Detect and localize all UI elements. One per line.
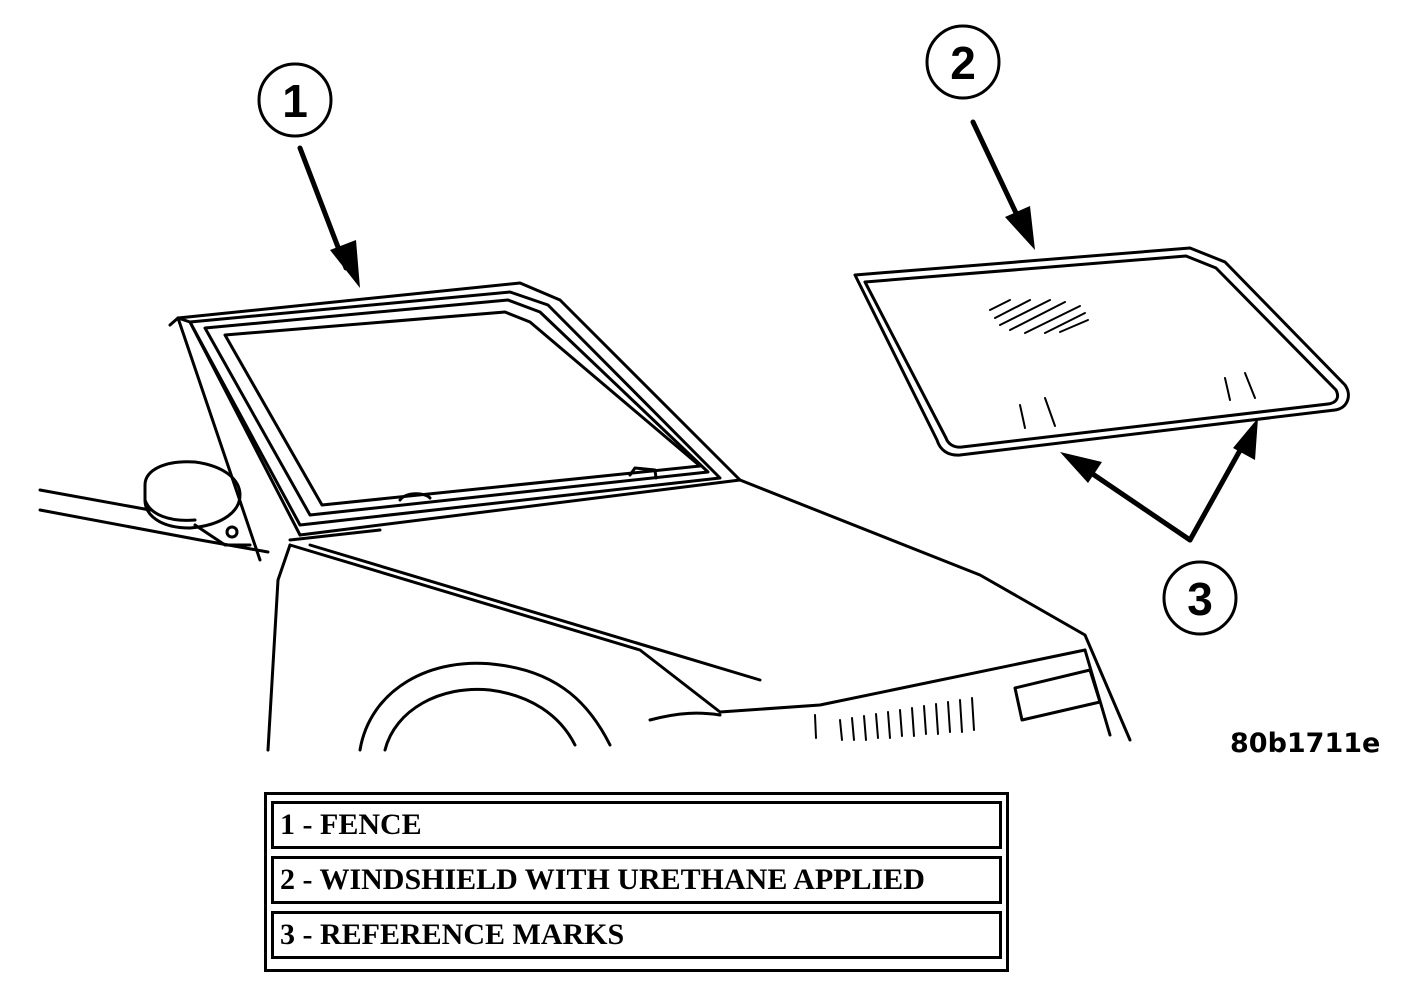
arrowhead-3b bbox=[1233, 418, 1258, 460]
figure-id: 80b1711e bbox=[1230, 728, 1380, 759]
arrowhead-1 bbox=[330, 240, 360, 288]
legend-row-reference-marks: 3 - REFERENCE MARKS bbox=[271, 911, 1002, 959]
car-body bbox=[38, 281, 1132, 752]
arrow-3a bbox=[1072, 459, 1193, 543]
windshield-glass bbox=[853, 246, 1350, 457]
callout-number-2: 2 bbox=[950, 37, 976, 89]
callout-circle-3: 3 bbox=[1162, 560, 1238, 636]
callout-arrows bbox=[297, 119, 1251, 543]
arrowheads bbox=[330, 206, 1258, 483]
arrowhead-2 bbox=[1005, 206, 1035, 250]
callout-number-1: 1 bbox=[282, 75, 308, 127]
legend-row-fence: 1 - FENCE bbox=[271, 801, 1002, 849]
windshield-fence bbox=[188, 290, 722, 527]
legend-row-windshield: 2 - WINDSHIELD WITH URETHANE APPLIED bbox=[271, 856, 1002, 904]
side-mirror bbox=[143, 460, 252, 547]
arrowhead-3a bbox=[1060, 452, 1102, 483]
callout-number-3: 3 bbox=[1187, 573, 1213, 625]
legend-table: 1 - FENCE 2 - WINDSHIELD WITH URETHANE A… bbox=[264, 792, 1009, 972]
callout-circle-2: 2 bbox=[925, 24, 1001, 100]
arrow-3b bbox=[1187, 433, 1251, 543]
callout-circle-1: 1 bbox=[257, 62, 333, 138]
